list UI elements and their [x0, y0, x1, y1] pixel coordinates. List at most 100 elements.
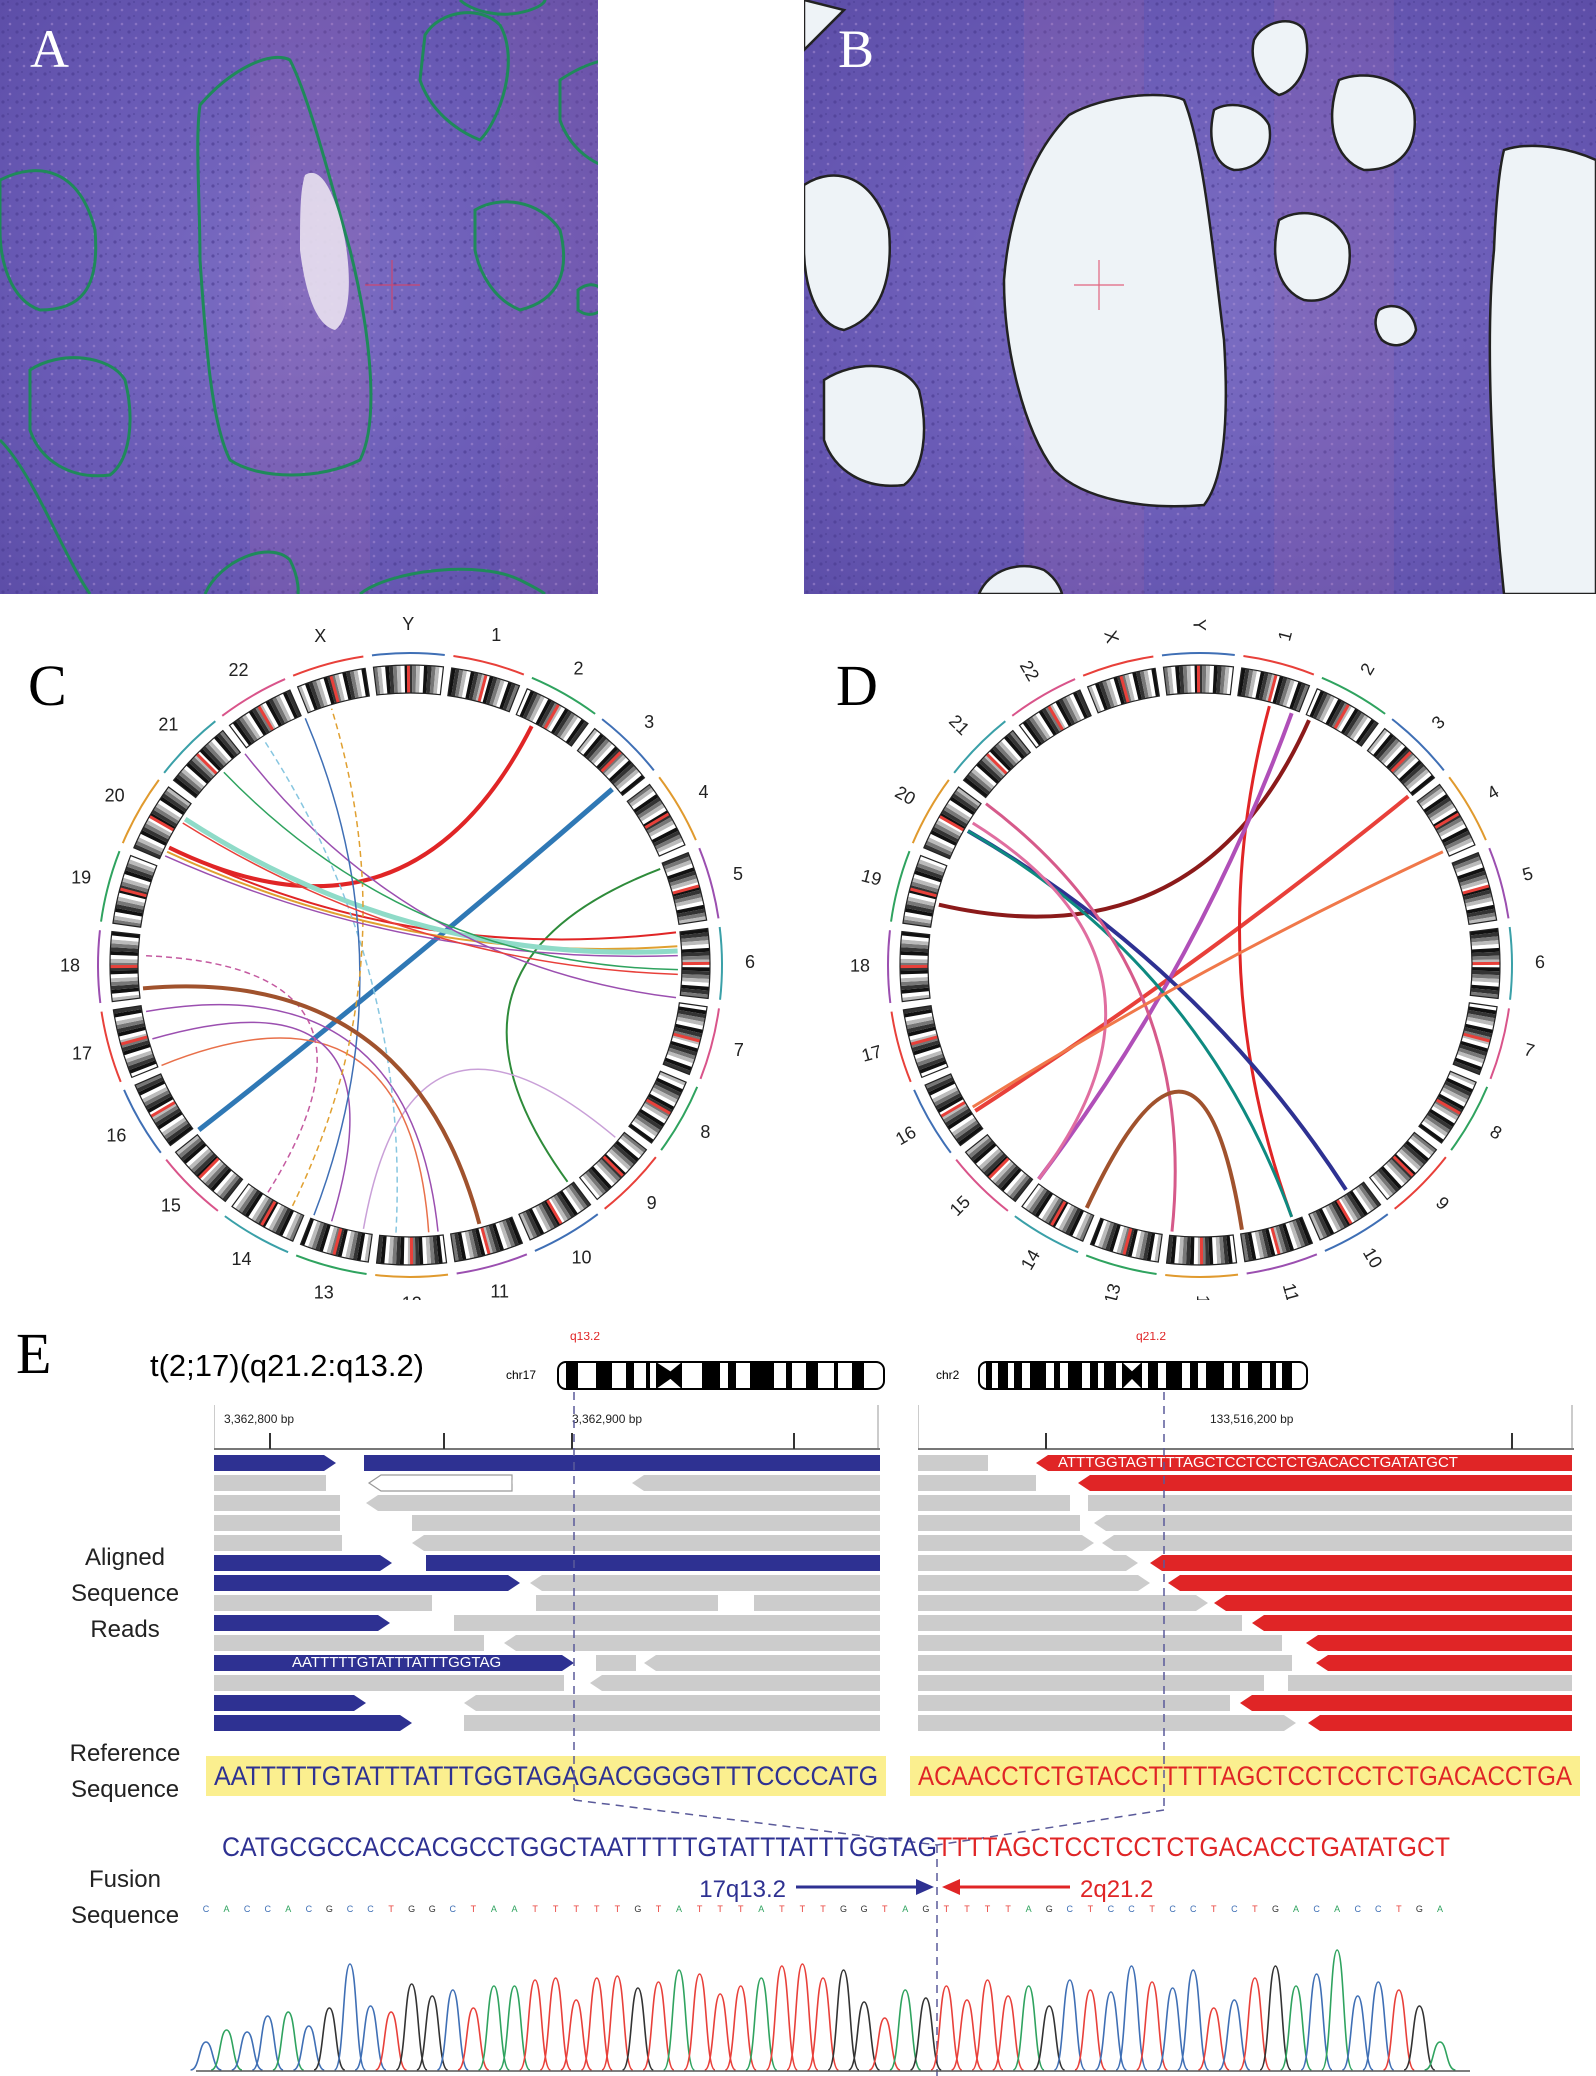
chromatogram-peak [601, 1975, 634, 2071]
chromatogram-peak [1012, 1985, 1045, 2071]
chromosome-segment: 10 [1308, 1181, 1389, 1272]
chromosome-label: 7 [734, 1040, 744, 1060]
chromatogram-peak [909, 1997, 943, 2071]
chromatogram-peak [560, 1999, 593, 2071]
chromatogram-peak [210, 2029, 243, 2071]
base-call: G [1272, 1904, 1279, 1914]
sequence-read [918, 1595, 1208, 1611]
fusion-panel: CATGCGCCACCACGCCTGGCTAATTTTTGTATTTATTTGG… [190, 1392, 1470, 2076]
base-call: C [367, 1904, 374, 1914]
chromosome-segment: 20 [892, 779, 982, 860]
translocation-link [967, 829, 1294, 1218]
translocation-link [1237, 705, 1294, 1218]
base-call: T [388, 1904, 394, 1914]
sequence-read [1308, 1715, 1572, 1731]
chromosome-label: 10 [1359, 1244, 1386, 1271]
chromatogram-peak [1320, 1949, 1354, 2071]
chromosome-color-arc [1085, 1254, 1157, 1275]
chromosome-color-arc [955, 1159, 1009, 1212]
chromosome-label: 13 [1100, 1281, 1124, 1300]
chromosome-label: 16 [106, 1125, 126, 1145]
band-label: q21.2 [1136, 1332, 1166, 1343]
band-label: q13.2 [570, 1332, 600, 1343]
chr-label: chr17 [506, 1368, 536, 1382]
chromosome-color-arc [292, 655, 364, 677]
chromosome-label: 5 [733, 864, 743, 884]
chromatogram-peak [251, 2015, 284, 2071]
sequence-read [1094, 1515, 1572, 1531]
sequence-read [214, 1575, 520, 1591]
dissected-region [977, 564, 1064, 594]
sequence-read [412, 1535, 880, 1551]
panel-label-c: C [28, 653, 67, 718]
chromosome-label: 21 [158, 715, 178, 735]
chromosome-color-arc [1488, 847, 1510, 919]
gland-outline [0, 438, 92, 594]
chromatogram-peak [498, 1985, 531, 2071]
histology-panel-a: === [0, 0, 598, 594]
base-call: G [840, 1904, 847, 1914]
sequence-read [754, 1595, 880, 1611]
sequence-read [214, 1455, 336, 1471]
chromosome-label: 2 [573, 658, 583, 678]
chromosome-label: Y [1189, 619, 1209, 631]
chromosome-segment: 15 [161, 1133, 244, 1215]
chromosome-label: 10 [572, 1247, 592, 1267]
chromosome-color-arc [1324, 1213, 1389, 1252]
sequence-read [918, 1455, 988, 1471]
translocation-link [142, 984, 482, 1225]
sequence-read [918, 1475, 1036, 1491]
chromosome-segment: Y [371, 614, 445, 696]
dissected-region [1374, 304, 1418, 347]
chromatogram-peak [765, 1965, 799, 2071]
chromosome-label: 19 [859, 865, 883, 889]
chromosome-color-arc [371, 652, 445, 657]
base-call: G [326, 1904, 333, 1914]
chromosome-segment: Y [1161, 619, 1235, 696]
sequence-read [464, 1715, 880, 1731]
chromosome-segment: 21 [945, 711, 1032, 799]
chromosome-label: 1 [491, 625, 501, 645]
base-call: G [408, 1904, 415, 1914]
chromosome-color-arc [1394, 1156, 1447, 1210]
chromosome-segment: 14 [1014, 1183, 1095, 1273]
lumen [300, 172, 349, 330]
base-call: T [1088, 1904, 1094, 1914]
chromosome-color-arc [100, 1011, 122, 1083]
chromatogram-peak [745, 1977, 778, 2071]
chromosome-color-arc [165, 1159, 219, 1212]
chromosome-label: 2 [1356, 660, 1378, 679]
sequence-read [1088, 1495, 1572, 1511]
base-call: T [800, 1904, 806, 1914]
chromosome-label: 20 [105, 785, 125, 805]
chromatogram-peak [518, 1979, 552, 2071]
base-call: C [1067, 1904, 1074, 1914]
chromosome-color-arc [295, 1254, 367, 1275]
chromosome-color-arc [890, 850, 911, 922]
chromosome-segment: 2 [1305, 660, 1386, 747]
breakpoint-arrow-right [942, 1879, 1070, 1895]
sequence-read: AATTTTTGTATTTATTTGGTAG [367, 1474, 656, 1492]
chromosome-color-arc [887, 930, 892, 1004]
chromosome-label: 21 [945, 711, 973, 739]
chromosome-color-arc [221, 678, 286, 717]
sequence-read [918, 1555, 1138, 1571]
chromatogram-peak [1279, 1985, 1313, 2071]
chromatogram-peak [272, 2011, 305, 2071]
chromosome-color-arc [1508, 926, 1513, 1000]
sequence-read [1078, 1475, 1572, 1491]
sequence-read [918, 1675, 1264, 1691]
chromosome-segment: 1 [1237, 628, 1315, 713]
chromatogram-peak [642, 1981, 675, 2071]
chromosome-color-arc [121, 779, 160, 844]
sequence-read: AATTTTTGTATTTATTTGGTAG [214, 1654, 574, 1671]
sequence-read [1306, 1635, 1572, 1651]
chromosome-color-arc [456, 1253, 528, 1275]
chromatogram-peak [416, 1995, 449, 2071]
chromosome-segment: 6 [679, 926, 755, 1000]
panel-label-e: E [16, 1321, 52, 1386]
chromosome-label: 18 [60, 956, 80, 976]
chromosome-segment: 13 [295, 1217, 373, 1300]
translocation-link [197, 787, 614, 1132]
chr2-ideogram: q21.2 chr2 [936, 1332, 1308, 1390]
